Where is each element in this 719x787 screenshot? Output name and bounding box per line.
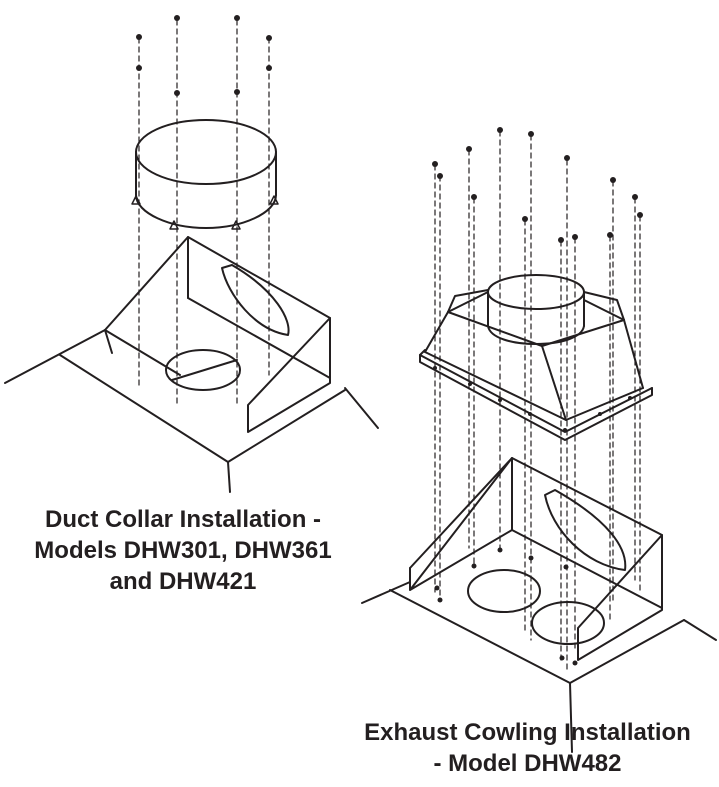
left-hood-outline [4,329,379,493]
exhaust-cowling-caption: Exhaust Cowling Installation - Model DHW… [336,717,719,779]
left-hood-box [104,236,331,433]
left-duct-hole [165,349,241,391]
right-screws [432,127,643,243]
right-screw-lines [434,130,641,673]
caption-right-line1: Exhaust Cowling Installation [364,719,691,746]
caption-left-line3: and DHW421 [109,568,257,595]
caption-right-line2: - Model DHW482 [433,750,622,777]
right-flange-holes [433,366,632,666]
left-screw-lines [138,19,270,408]
left-duct-collar [131,119,279,230]
duct-collar-caption: Duct Collar Installation - Models DHW301… [0,504,366,597]
right-cowling [419,274,653,441]
caption-left-line1: Duct Collar Installation - [44,506,322,533]
left-screws [136,15,272,96]
caption-left-line2: Models DHW301, DHW361 [34,537,332,564]
right-hood-box [361,457,717,753]
